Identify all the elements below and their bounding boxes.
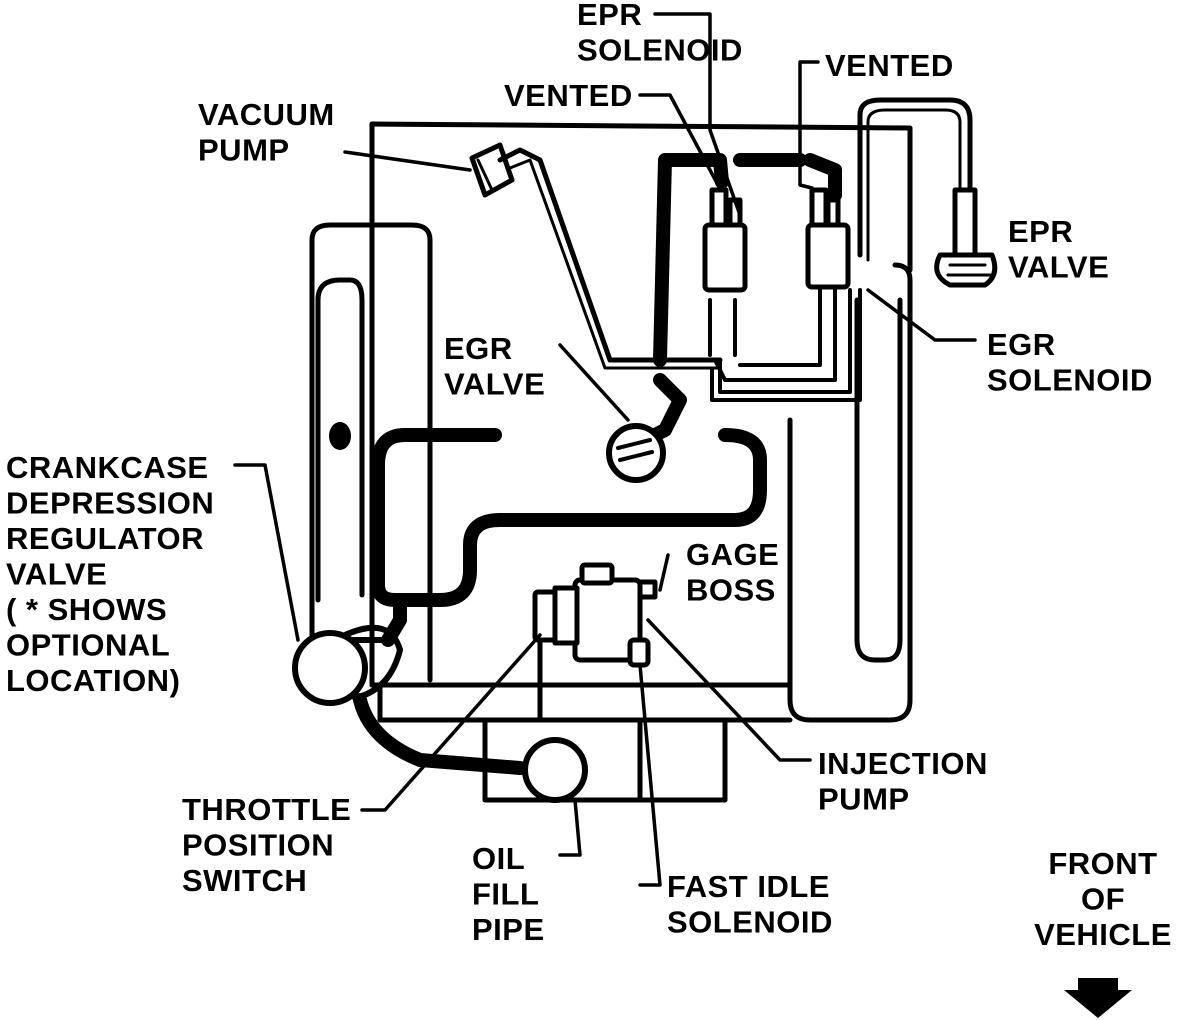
- label-throttle-position-switch-line: SWITCH: [182, 863, 307, 898]
- filled-marks: [329, 422, 1132, 1018]
- label-egr-solenoid-line: SOLENOID: [987, 363, 1153, 398]
- label-egr-solenoid-line: EGR: [987, 327, 1056, 362]
- label-vented-right: VENTED: [825, 48, 954, 83]
- label-vacuum-pump-line: PUMP: [198, 133, 290, 168]
- label-epr-solenoid-line: EPR: [577, 0, 642, 32]
- label-gage-boss-line: GAGE: [686, 537, 779, 572]
- label-injection-pump-line: PUMP: [818, 782, 910, 817]
- label-oil-fill-pipe-line: PIPE: [472, 912, 545, 947]
- down-arrow-icon: [1064, 978, 1132, 1018]
- label-vented-right-line: VENTED: [825, 48, 954, 83]
- label-crankcase-regulator-line: ( * SHOWS: [6, 592, 167, 627]
- injection-pump-body: [532, 562, 658, 668]
- label-gage-boss-line: BOSS: [686, 573, 776, 608]
- label-egr-valve-line: VALVE: [444, 367, 545, 402]
- throttle-hose: [353, 693, 527, 775]
- solenoid-lines: [710, 288, 862, 402]
- label-crankcase-regulator-line: VALVE: [6, 557, 107, 592]
- label-front-of-vehicle-line: OF: [1081, 882, 1125, 917]
- oil-fill-cap: [522, 737, 588, 803]
- left-valve-cover: [309, 222, 433, 683]
- label-crankcase-regulator-line: CRANKCASE: [6, 450, 209, 485]
- epr-solenoid-body: [702, 187, 748, 357]
- epr-valve-body: [857, 97, 998, 288]
- right-valve-cover: [787, 262, 913, 723]
- label-front-of-vehicle-line: FRONT: [1048, 846, 1157, 881]
- label-fast-idle-solenoid-line: FAST IDLE: [667, 869, 830, 904]
- crankcase-regulator: [292, 624, 403, 706]
- egr-solenoid-body: [713, 187, 851, 382]
- vacuum-pump: [469, 142, 723, 370]
- label-vented-left: VENTED: [504, 78, 633, 113]
- label-egr-valve-line: EGR: [444, 331, 513, 366]
- label-vacuum-pump-line: VACUUM: [198, 97, 335, 132]
- label-throttle-position-switch-line: POSITION: [182, 828, 334, 863]
- label-epr-solenoid-line: SOLENOID: [577, 33, 743, 68]
- leader-lines: [233, 12, 977, 887]
- asterisk-marker-icon: [329, 422, 351, 450]
- label-crankcase-regulator-line: DEPRESSION: [6, 486, 214, 521]
- label-fast-idle-solenoid-line: SOLENOID: [667, 905, 833, 940]
- label-oil-fill-pipe-line: FILL: [472, 877, 539, 912]
- upper-hoses: [638, 153, 842, 447]
- label-throttle-position-switch-line: THROTTLE: [182, 792, 351, 827]
- label-vented-left-line: VENTED: [504, 78, 633, 113]
- label-epr-valve-line: VALVE: [1008, 250, 1109, 285]
- label-injection-pump-line: INJECTION: [818, 746, 988, 781]
- label-oil-fill-pipe-line: OIL: [472, 841, 525, 876]
- label-front-of-vehicle-line: VEHICLE: [1034, 917, 1172, 952]
- label-crankcase-regulator-line: REGULATOR: [6, 521, 204, 556]
- label-crankcase-regulator-line: OPTIONAL: [6, 628, 170, 663]
- label-crankcase-regulator-line: LOCATION): [6, 663, 180, 698]
- egr-valve-body: [606, 423, 666, 483]
- label-epr-valve-line: EPR: [1008, 214, 1073, 249]
